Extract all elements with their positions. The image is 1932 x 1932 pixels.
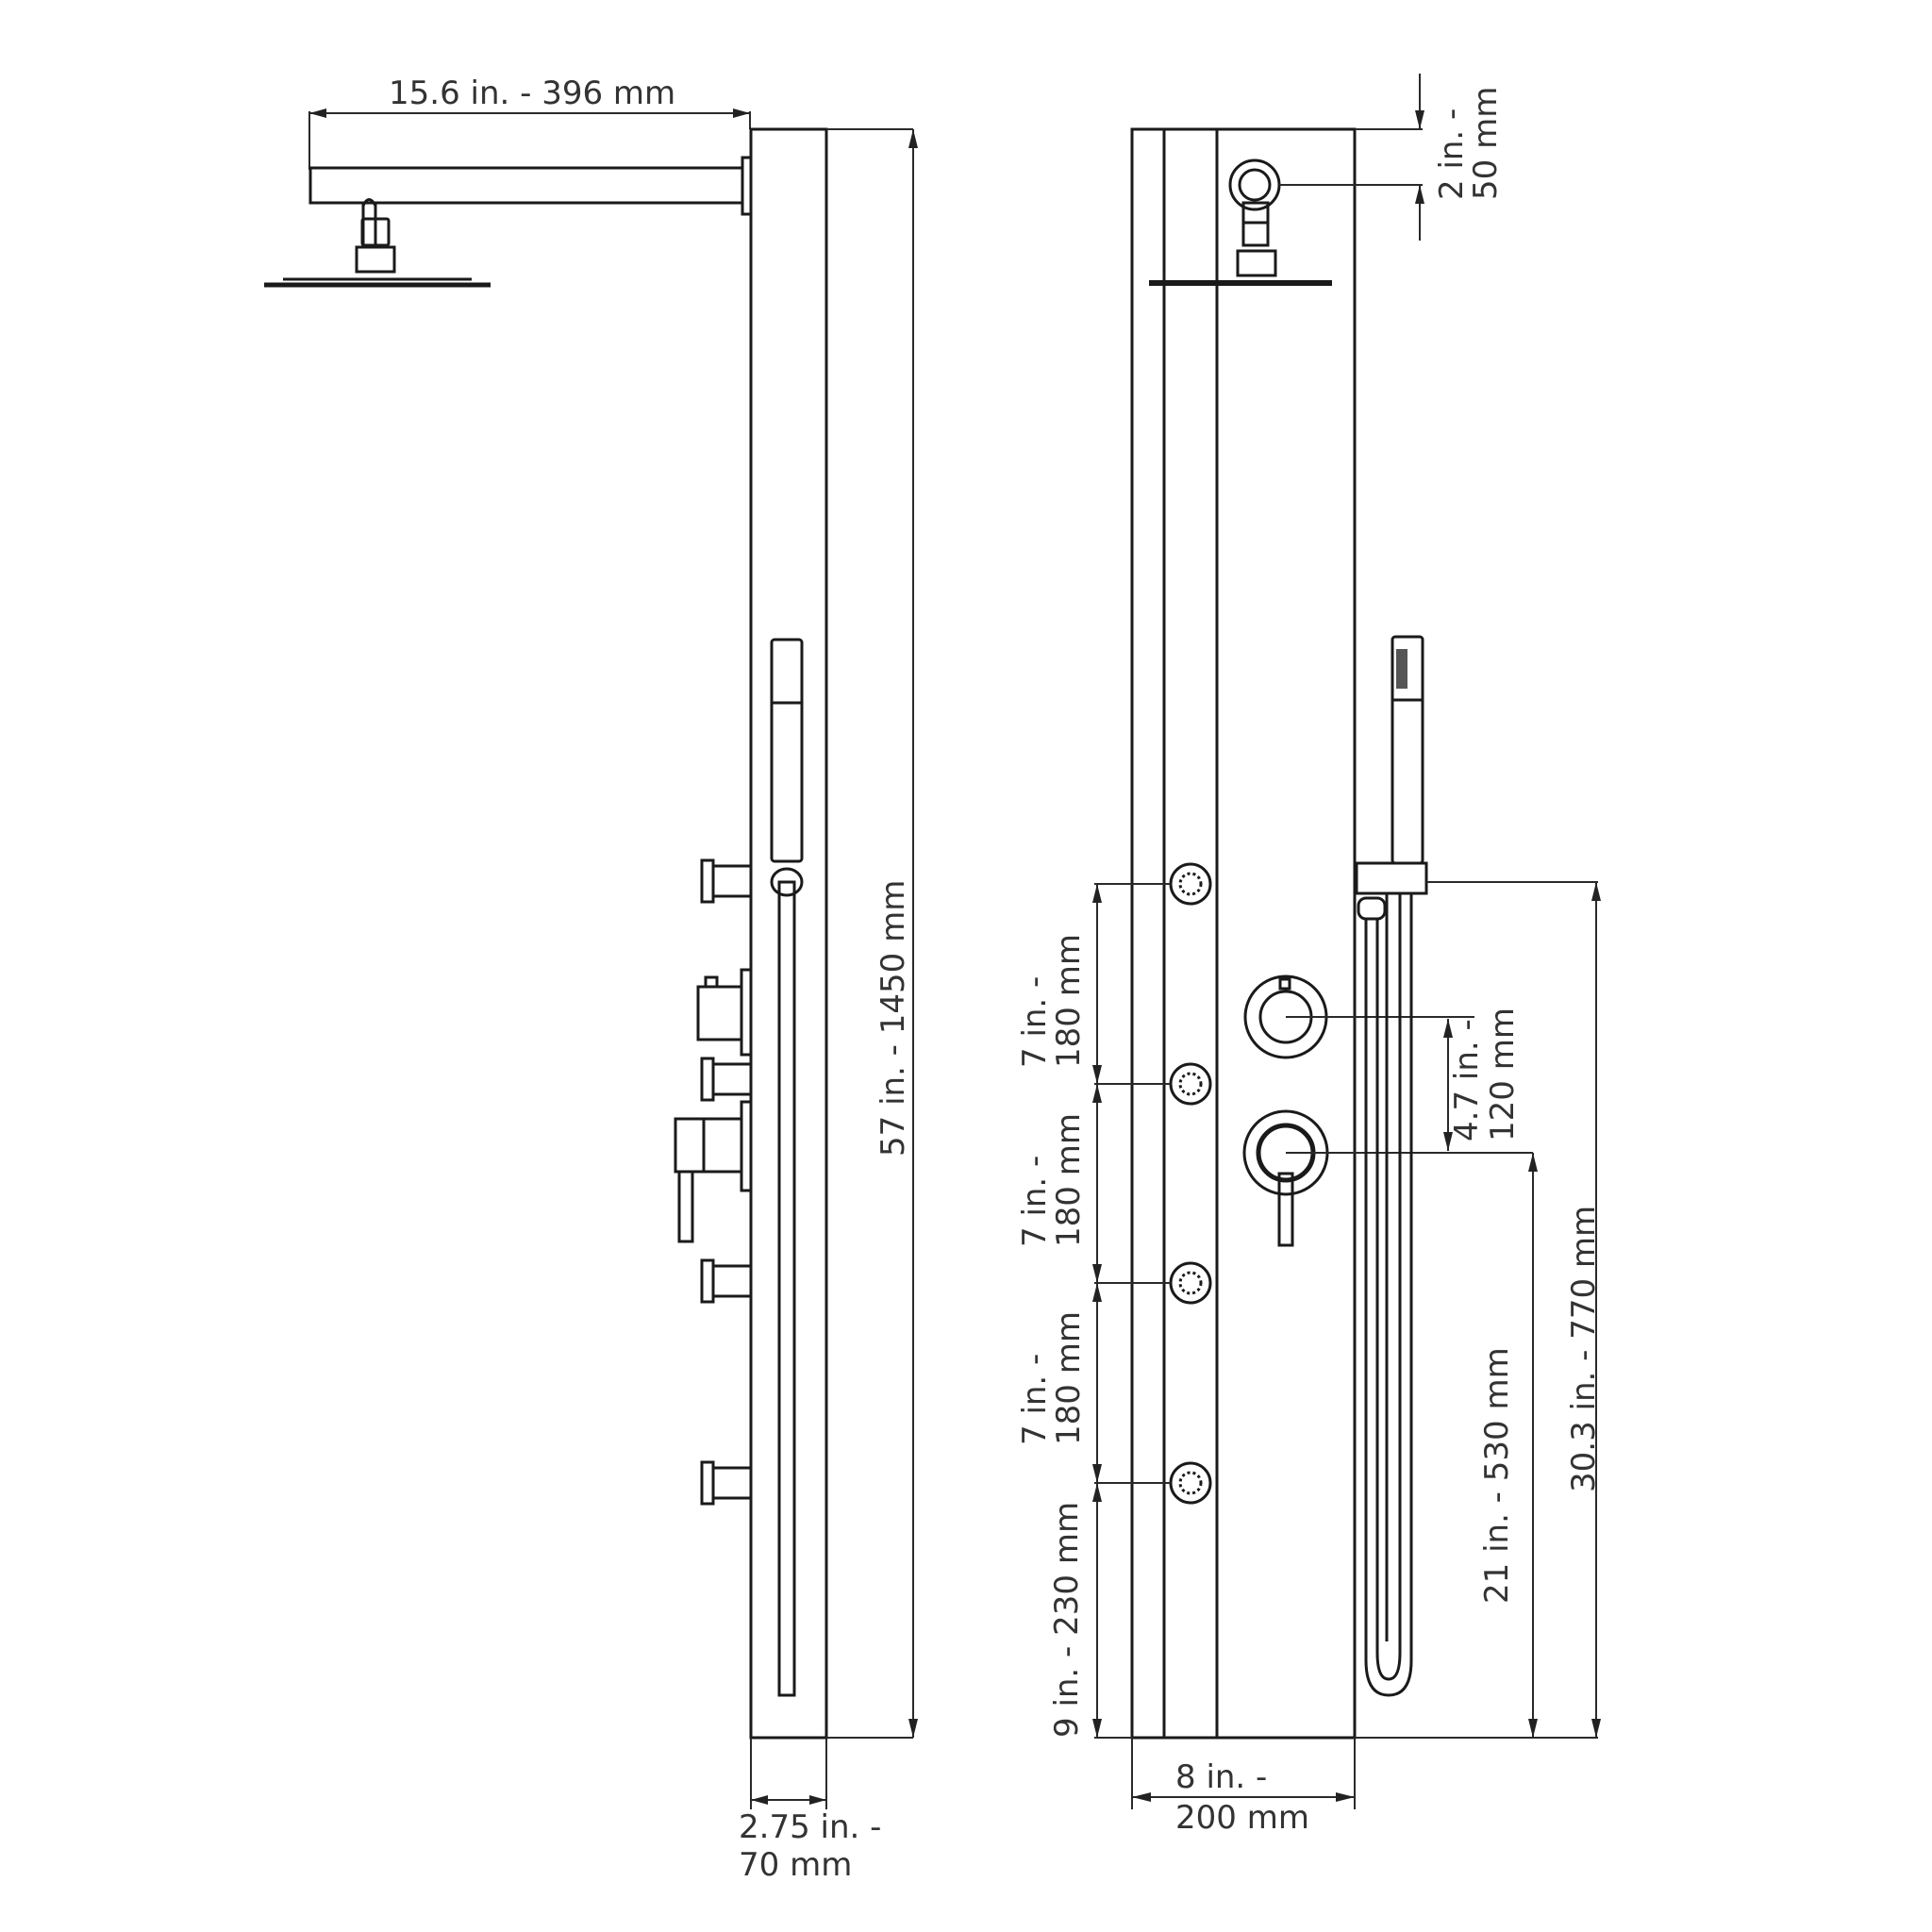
side-jet-2 [700,1057,753,1102]
panel-depth-label-line1: 2.75 in. - [739,1808,882,1846]
knob-spacing-line2: 120 mm [1484,1008,1522,1141]
side-view [264,108,918,1809]
jet-spacing-3-line1: 7 in. - [1016,1353,1054,1445]
panel-depth-label-line2: 70 mm [739,1846,853,1884]
side-jet-3 [700,1258,753,1304]
body-jet-3 [1169,1261,1212,1305]
swivel-joint [360,217,391,247]
jet-spacing-1-line2: 180 mm [1050,934,1088,1068]
knob-spacing-line1: 4.7 in. - [1448,1019,1486,1141]
arm-length-label: 15.6 in. - 396 mm [389,75,676,112]
thermostatic-valve-side [696,968,753,1057]
body-jet-2 [1169,1062,1212,1106]
jet-spacing-3-line2: 180 mm [1050,1311,1088,1445]
side-panel-body [749,127,828,1740]
panel-width-label-line1: 8 in. - [1175,1758,1268,1796]
body-jet-4 [1169,1461,1212,1505]
bottom-jet-height-label: 9 in. - 230 mm [1048,1501,1086,1738]
mixer-height-label: 21 in. - 530 mm [1478,1347,1516,1604]
shower-holder [1355,861,1428,895]
front-panel-body [1130,127,1357,1740]
holder-height-label: 30.3 in. - 770 mm [1565,1205,1603,1492]
shower-arm [308,166,744,205]
jet-spacing-1-line1: 7 in. - [1016,975,1054,1068]
mixer-knob-front [1242,1109,1329,1247]
mixer-lever-side [674,1100,753,1243]
jet-spacing-2-line2: 180 mm [1050,1113,1088,1247]
panel-height-label: 57 in. - 1450 mm [874,879,912,1157]
head-connector [355,245,396,274]
panel-width-label-line2: 200 mm [1175,1799,1309,1837]
handheld-shower-side [770,638,804,863]
hose-side [777,880,796,1697]
body-jet-1 [1169,862,1212,906]
top-offset-label-line2: 50 mm [1467,86,1505,200]
side-jet-4 [700,1460,753,1506]
side-jet-1 [700,858,753,904]
jet-spacing-2-line1: 7 in. - [1016,1155,1054,1247]
front-view [1092,74,1601,1809]
top-offset-label-line1: 2 in. - [1433,108,1471,200]
